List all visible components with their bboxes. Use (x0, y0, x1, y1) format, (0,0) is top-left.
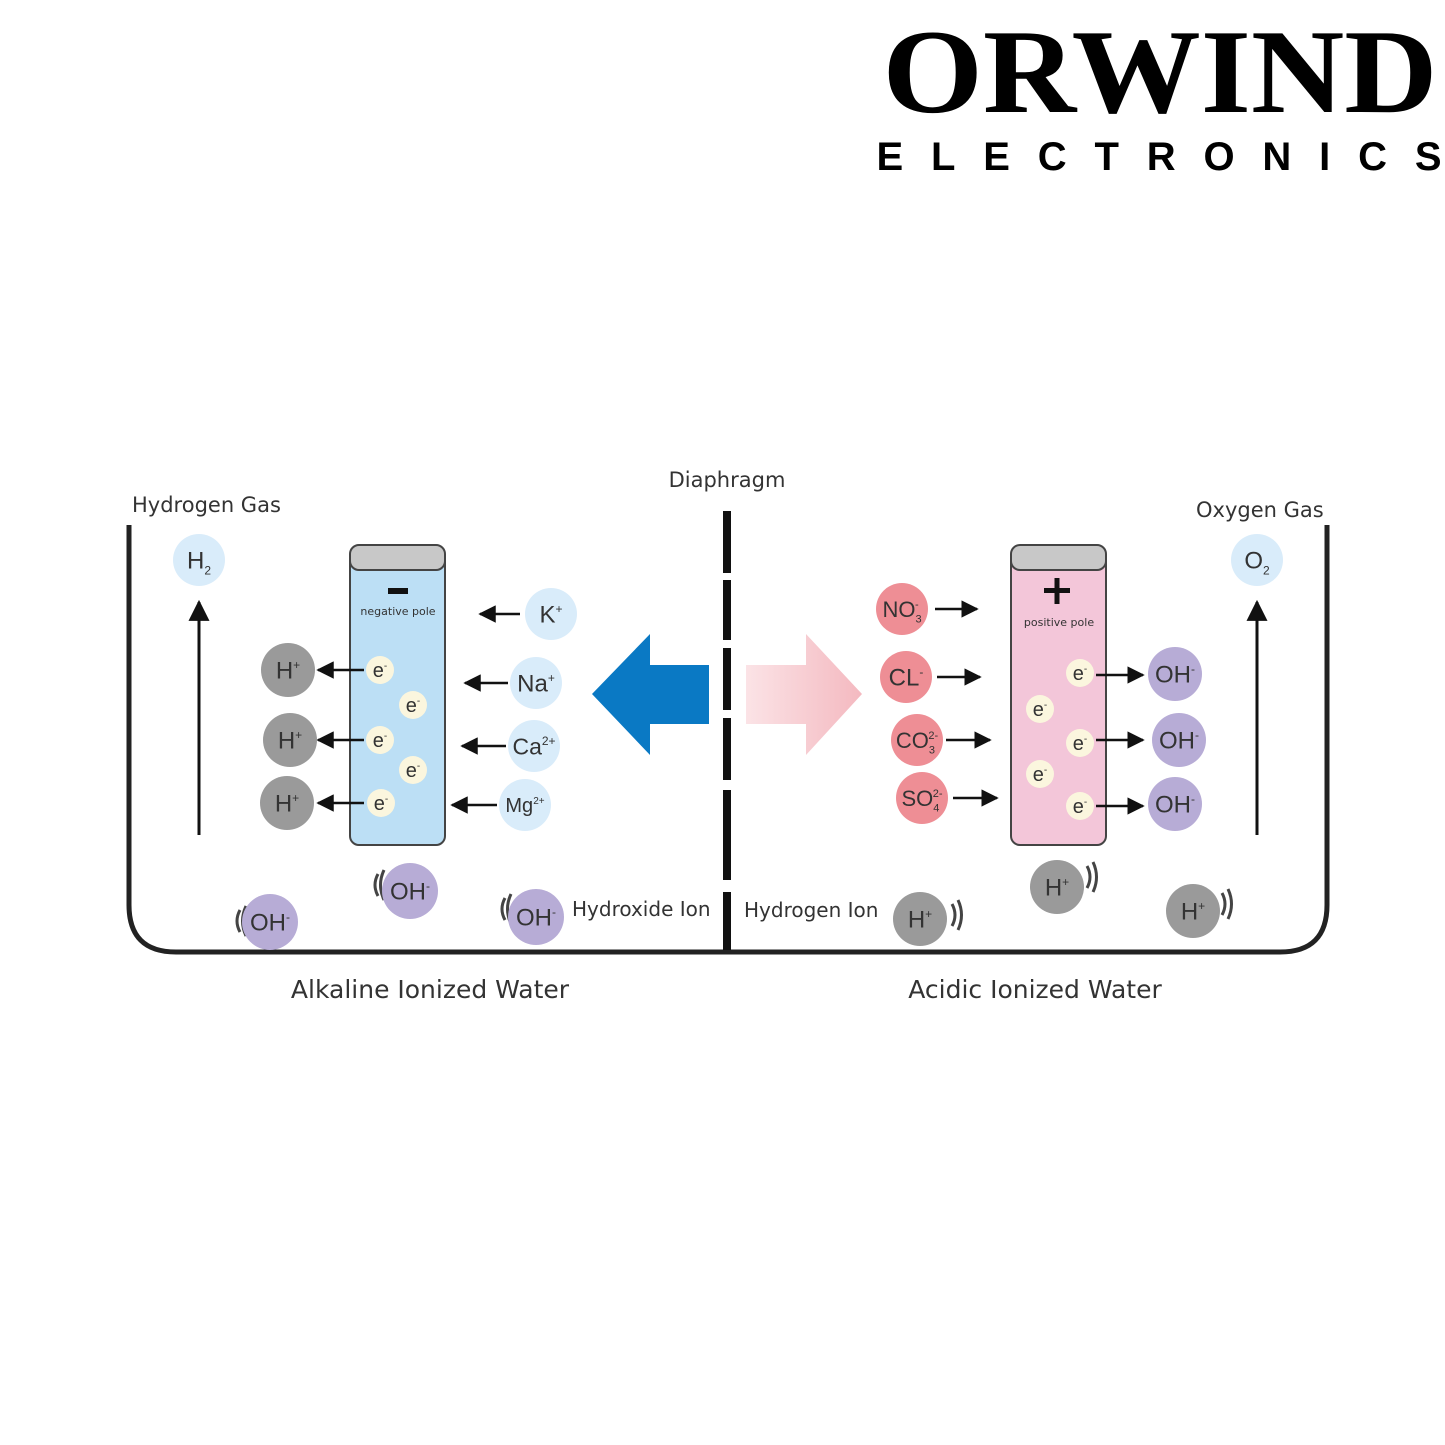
h-ion-6: H+ (1166, 884, 1220, 938)
negative-pole-electrode: negative pole (349, 544, 446, 846)
ion-layer: H2 O2K+ Na+ Ca2+ Mg2+ H+ H+ H+ e-e-e-e-e- NO3- CL-… (173, 534, 1283, 950)
brand-subtitle: ELECTRONICS (877, 135, 1442, 179)
na-ion: Na+ (510, 657, 562, 709)
oh-ion-2: OH- (1152, 713, 1206, 767)
co3-ion: CO32- (891, 714, 943, 766)
electron-9-label: e- (1033, 764, 1047, 786)
vibration-marks (235, 861, 1233, 937)
blue-left-arrow-icon (592, 634, 709, 755)
electron-6-label: e- (1073, 663, 1087, 685)
oh-ion-5: OH- (382, 863, 438, 919)
electron-10: e- (1066, 792, 1094, 820)
electron-9: e- (1026, 760, 1054, 788)
oh-ion-3: OH- (1148, 777, 1202, 831)
electron-7: e- (1026, 695, 1054, 723)
h2-ion-label: H2 (187, 548, 211, 578)
o2-ion-label: O2 (1244, 548, 1270, 578)
h-ion-3: H+ (260, 776, 314, 830)
brand-name: ORWIND (883, 5, 1438, 138)
brand-logo: ORWIND ELECTRONICS (877, 5, 1442, 179)
electron-3-label: e- (373, 730, 387, 752)
electron-3: e- (366, 726, 394, 754)
electron-1: e- (366, 656, 394, 684)
mg-ion: Mg2+ (499, 779, 551, 831)
ca-ion-label: Ca2+ (512, 733, 555, 759)
negative-pole-label: negative pole (360, 605, 435, 618)
electron-5: e- (367, 789, 395, 817)
so4-ion: SO42- (896, 772, 948, 824)
oh-ion-4: OH- (242, 894, 298, 950)
mg-ion-label: Mg2+ (505, 795, 544, 817)
o2-ion: O2 (1231, 534, 1283, 586)
k-ion-label: K+ (539, 602, 562, 629)
h-ion-2-label: H+ (278, 728, 302, 755)
h-ion-5: H+ (1030, 860, 1084, 914)
electron-4-label: e- (406, 760, 420, 782)
h-ion-6-label: H+ (1181, 899, 1205, 926)
oh-ion-1-label: OH- (1155, 662, 1195, 689)
h-ion-5-label: H+ (1045, 875, 1069, 902)
oh-ion-1: OH- (1148, 647, 1202, 701)
no3-ion: NO3- (876, 583, 928, 635)
na-ion-label: Na+ (517, 671, 555, 698)
oh-ion-6: OH- (508, 889, 564, 945)
plus-sign-icon (1044, 578, 1070, 604)
alkaline-water-label: Alkaline Ionized Water (291, 975, 570, 1004)
h-ion-1-label: H+ (276, 658, 300, 685)
electron-5-label: e- (374, 793, 388, 815)
electron-8-label: e- (1073, 733, 1087, 755)
pink-right-arrow-icon (746, 634, 862, 755)
minus-sign-icon (388, 588, 408, 594)
electron-1-label: e- (373, 660, 387, 682)
acidic-water-label: Acidic Ionized Water (908, 975, 1162, 1004)
electron-4: e- (399, 756, 427, 784)
hydrogen-ion-label: Hydrogen Ion (744, 898, 878, 922)
oh-ion-5-label: OH- (390, 879, 430, 906)
h-ion-4-label: H+ (908, 907, 932, 934)
water-container (126, 525, 1330, 955)
oxygen-gas-label: Oxygen Gas (1196, 498, 1324, 522)
cl-ion-label: CL- (889, 665, 924, 692)
co3-ion-label: CO32- (896, 728, 939, 757)
k-ion: K+ (525, 588, 577, 640)
oh-ion-6-label: OH- (516, 905, 556, 932)
h-ion-3-label: H+ (275, 791, 299, 818)
oh-ion-4-label: OH- (250, 910, 290, 937)
no3-ion-label: NO3- (882, 597, 921, 626)
so4-ion-label: SO42- (901, 786, 942, 815)
cl-ion: CL- (880, 651, 932, 703)
h-ion-4: H+ (893, 892, 947, 946)
diaphragm (723, 511, 731, 950)
hydrogen-gas-label: Hydrogen Gas (132, 493, 281, 517)
electron-6: e- (1066, 659, 1094, 687)
positive-pole-label: positive pole (1024, 616, 1094, 629)
electron-2: e- (399, 691, 427, 719)
h-ion-1: H+ (261, 643, 315, 697)
electron-2-label: e- (406, 695, 420, 717)
hydroxide-ion-label: Hydroxide Ion (572, 897, 711, 921)
h-ion-2: H+ (263, 713, 317, 767)
oh-ion-2-label: OH- (1159, 728, 1199, 755)
diaphragm-label: Diaphragm (669, 468, 786, 492)
ca-ion: Ca2+ (508, 720, 560, 772)
oh-ion-3-label: OH- (1155, 792, 1195, 819)
h2-ion: H2 (173, 534, 225, 586)
electron-10-label: e- (1073, 796, 1087, 818)
electron-8: e- (1066, 729, 1094, 757)
electron-7-label: e- (1033, 699, 1047, 721)
